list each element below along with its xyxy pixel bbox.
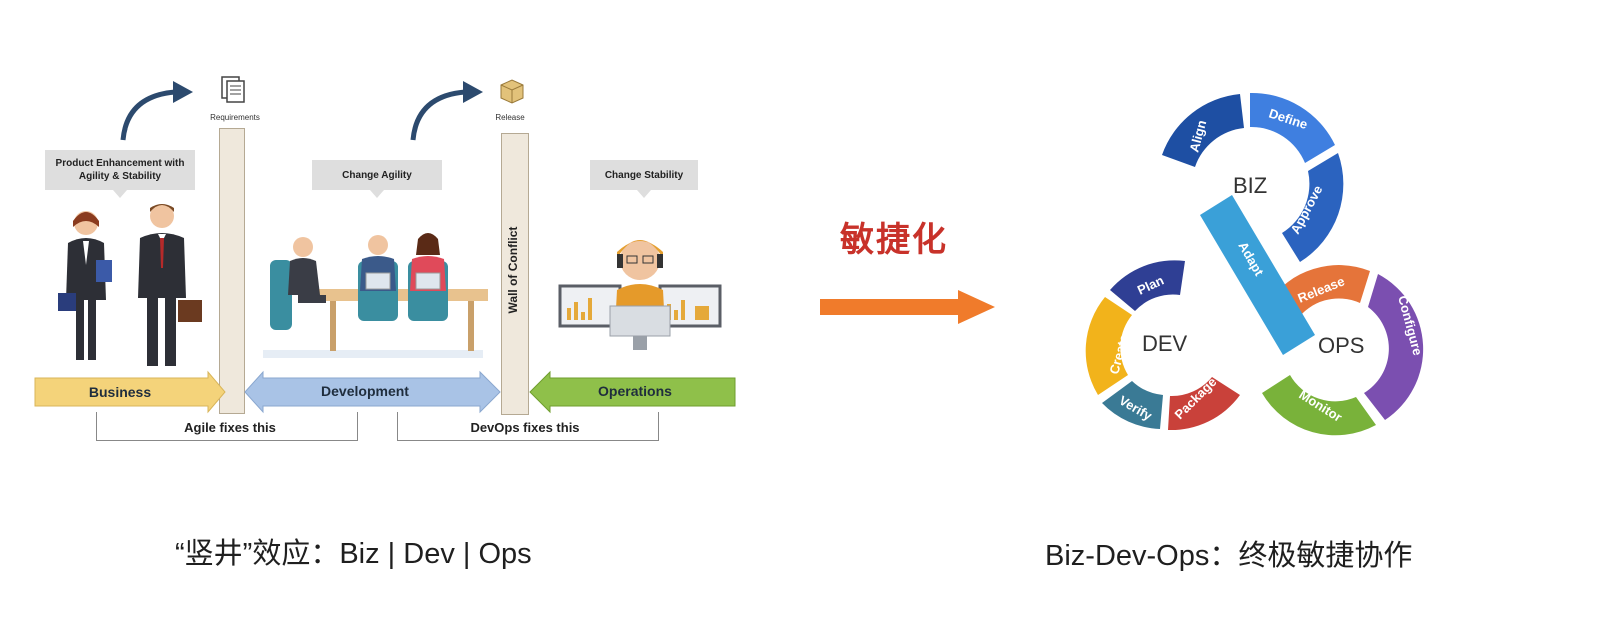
orange-arrow-icon <box>820 290 995 324</box>
wall-release <box>501 133 529 415</box>
businessman-icon <box>138 204 202 366</box>
align-segment <box>1162 94 1244 167</box>
biz-label: BIZ <box>1233 173 1267 198</box>
bar-arrows <box>34 370 736 414</box>
document-icon <box>221 76 245 103</box>
bar-development-label: Development <box>321 383 409 399</box>
release-label: Release <box>495 113 525 122</box>
wall-of-conflict-label: Wall of Conflict <box>506 226 520 314</box>
callout-change-agility: Change Agility <box>312 160 442 198</box>
adapt-segment <box>1200 195 1315 355</box>
bar-operations-label: Operations <box>598 383 672 399</box>
devops-fixes-label: DevOps fixes this <box>440 420 610 435</box>
bizdevops-caption: Biz-Dev-Ops：终极敏捷协作 <box>1045 540 1413 572</box>
bracket-agile <box>96 412 358 441</box>
approve-segment <box>1282 153 1344 262</box>
wall-requirements <box>219 128 245 414</box>
businesswoman-icon <box>58 211 112 360</box>
operations-icon <box>558 240 722 350</box>
create-segment <box>1085 297 1132 395</box>
callout-business: Product Enhancement with Agility & Stabi… <box>45 150 195 198</box>
package-segment <box>1168 377 1240 431</box>
curved-arrow-icon <box>410 81 483 141</box>
ops-label: OPS <box>1318 333 1364 358</box>
agile-transformation-label: 敏捷化 <box>840 221 948 259</box>
define-segment <box>1250 92 1335 163</box>
bracket-devops <box>397 412 659 441</box>
callout-change-stability: Change Stability <box>590 160 698 198</box>
dev-team-icon <box>263 233 488 358</box>
plan-segment <box>1110 260 1185 311</box>
verify-segment <box>1102 381 1163 429</box>
dev-label: DEV <box>1142 331 1188 356</box>
agile-fixes-label: Agile fixes this <box>150 420 310 435</box>
curved-arrow-icon <box>120 81 193 141</box>
silo-illustration: Requirements Release Product Enhancement… <box>0 0 760 470</box>
bar-business-label: Business <box>88 384 152 400</box>
package-icon <box>500 79 524 104</box>
silo-caption: “竖井”效应：Biz | Dev | Ops <box>175 538 532 570</box>
requirements-label: Requirements <box>210 113 260 122</box>
bizdevops-diagram: Define Approve Align Adapt Plan Create V… <box>1085 92 1425 436</box>
configure-segment <box>1364 274 1424 420</box>
monitor-segment <box>1262 375 1376 436</box>
